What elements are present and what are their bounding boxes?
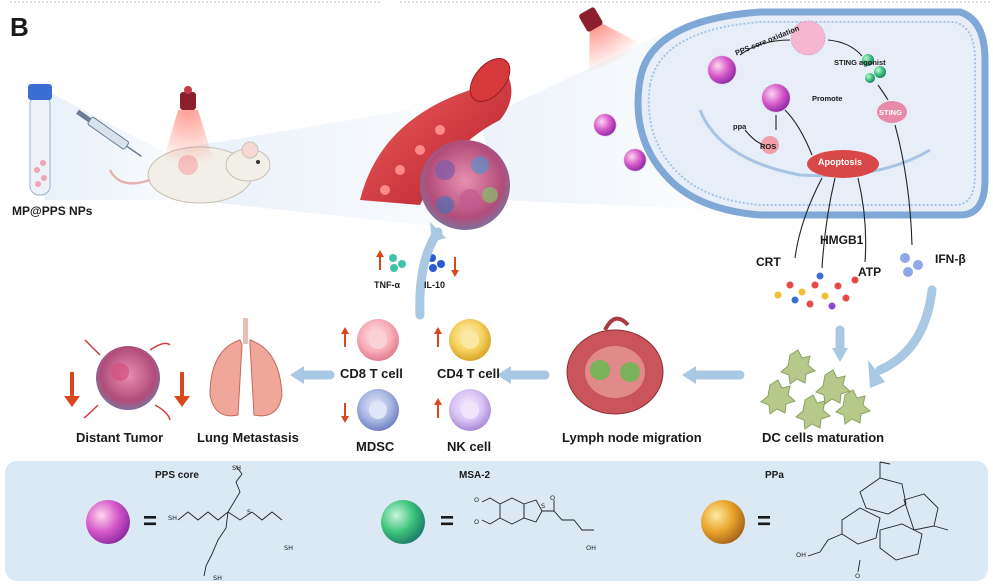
msa2-structure-drawing <box>481 497 594 531</box>
ppa-label: ppa <box>733 122 747 131</box>
legend-ppa-title: PPa <box>765 470 784 481</box>
ros-label: ROS <box>760 142 777 151</box>
change-arrows <box>64 250 459 423</box>
nk-label: NK cell <box>447 439 492 454</box>
chem-sh-left: SH <box>168 514 178 522</box>
chem-sh-bottom: SH <box>213 574 223 582</box>
mdsc-label: MDSC <box>356 439 395 454</box>
equals-sign-pps: = <box>143 508 158 535</box>
equals-sign-ppa: = <box>757 508 772 535</box>
laser-icon-mouse <box>162 86 215 165</box>
cd8-cell-icon <box>357 319 399 361</box>
dc-cells <box>760 349 871 430</box>
distant-tumor-icon <box>83 339 171 421</box>
dc-maturation-label: DC cells maturation <box>762 430 885 445</box>
ppa-structure-drawing <box>807 461 949 573</box>
laser-icon-cell <box>579 7 646 79</box>
legend-graphics <box>86 461 949 577</box>
apoptosis-label: Apoptosis <box>818 157 862 167</box>
intracell-particles <box>707 20 907 178</box>
ifn-beta-label: IFN-β <box>935 252 966 266</box>
top-dashed-lines <box>10 1 990 3</box>
test-tube-icon <box>28 84 52 196</box>
msa2-sphere-icon <box>381 500 425 544</box>
damp-particles <box>774 253 923 310</box>
chem-sh-right: SH <box>284 544 294 552</box>
legend-msa2-title: MSA-2 <box>459 470 491 481</box>
chem-o-ppa: O <box>855 572 861 580</box>
nanoparticle-icons <box>593 113 647 172</box>
pps-core-sphere-icon <box>86 500 130 544</box>
lymph-node-icon <box>566 316 664 415</box>
flow-arrowheads <box>290 222 885 388</box>
nps-label: MP@PPS NPs <box>12 204 93 218</box>
lymph-node-label: Lymph node migration <box>562 430 702 445</box>
hmgb1-label: HMGB1 <box>820 233 864 247</box>
lungs-icon <box>209 318 283 417</box>
sting-agonist-label: STING agonist <box>834 58 886 67</box>
tnf-alpha-label: TNF-α <box>374 280 401 290</box>
blood-vessel-icon <box>360 58 512 205</box>
syringe-icon <box>76 109 142 158</box>
legend-pps-core-title: PPS core <box>155 470 199 481</box>
cd8-label: CD8 T cell <box>340 366 403 381</box>
equals-sign-msa2: = <box>440 508 455 535</box>
atp-label: ATP <box>858 265 882 279</box>
chem-oh-ppa: OH <box>796 551 807 559</box>
mdsc-icon <box>357 389 399 431</box>
chem-sh-top: SH <box>232 464 242 472</box>
chem-s-msa2: S <box>541 502 546 510</box>
nk-cell-icon <box>449 389 491 431</box>
il10-label: IL-10 <box>424 280 446 290</box>
crt-label: CRT <box>756 255 781 269</box>
cytokine-dots <box>389 254 445 272</box>
primary-tumor-icon <box>420 140 510 230</box>
pps-structure-drawing <box>177 465 283 577</box>
chem-o-msa2: O <box>550 494 556 502</box>
panel-letter: B <box>10 12 29 42</box>
sting-label: STING <box>879 108 902 117</box>
chem-oh-msa2: OH <box>586 544 597 552</box>
ppa-sphere-icon <box>701 500 745 544</box>
distant-tumor-label: Distant Tumor <box>76 430 164 445</box>
promote-label: Promote <box>812 94 843 103</box>
lung-metastasis-label: Lung Metastasis <box>197 430 299 445</box>
chem-s-1: S <box>247 508 252 516</box>
chem-o-methoxy2: O <box>474 518 480 526</box>
main-illustration <box>28 7 989 431</box>
cd4-cell-icon <box>449 319 491 361</box>
legend-panel <box>5 461 988 581</box>
cd4-label: CD4 T cell <box>437 366 500 381</box>
intracell-arrows <box>739 39 913 269</box>
chem-o-methoxy1: O <box>474 496 480 504</box>
